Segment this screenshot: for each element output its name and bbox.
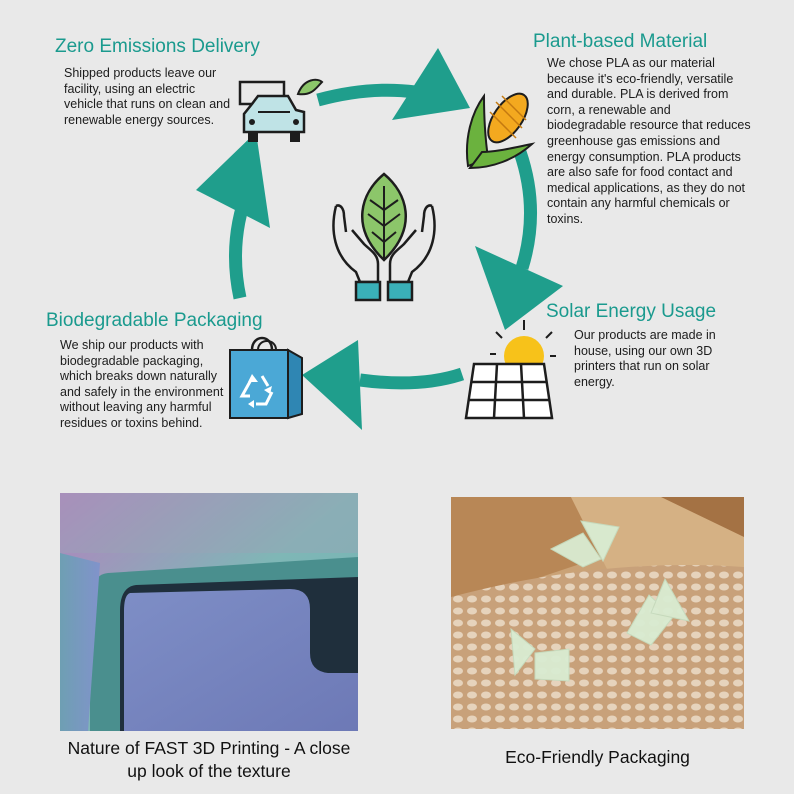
- corn-icon: [462, 88, 538, 172]
- zero-emissions-title: Zero Emissions Delivery: [55, 36, 260, 57]
- biodegradable-text: We ship our products with biodegradable …: [60, 338, 224, 430]
- plant-based-text: We chose PLA as our material because it'…: [547, 56, 751, 226]
- biodegradable-title: Biodegradable Packaging: [46, 310, 263, 331]
- print-texture-caption: Nature of FAST 3D Printing - A close up …: [67, 738, 351, 781]
- cycle-arrows: [196, 48, 563, 430]
- arrow-head-right: [475, 246, 563, 330]
- electric-truck-icon: [238, 74, 324, 146]
- arrow-head-bottom: [302, 340, 362, 430]
- eco-packaging-caption: Eco-Friendly Packaging: [505, 747, 690, 767]
- recycle-bag-icon: [228, 330, 306, 420]
- hands-holding-leaf-icon: [326, 170, 442, 302]
- plant-based-title: Plant-based Material: [533, 31, 708, 52]
- arrow-head-top: [392, 48, 470, 120]
- zero-emissions-text: Shipped products leave our facility, usi…: [64, 66, 231, 127]
- recycle-arrow-1: [549, 532, 602, 568]
- arrow-head-left: [196, 132, 270, 228]
- solar-energy-title: Solar Energy Usage: [546, 301, 717, 322]
- solar-panel-icon: [460, 318, 556, 422]
- print-texture-photo: [60, 493, 358, 731]
- eco-packaging-photo: [451, 497, 744, 729]
- solar-energy-text: Our products are made in house, using ou…: [574, 328, 716, 389]
